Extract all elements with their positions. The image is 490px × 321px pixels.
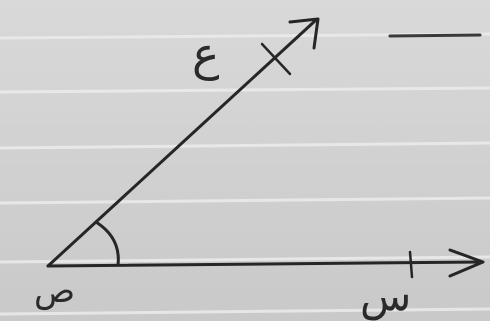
rule-line (0, 255, 490, 264)
arrowhead-lower (448, 248, 485, 278)
angle-arc (94, 220, 120, 267)
vertex-label: ص (34, 271, 75, 311)
rule-line (0, 86, 490, 94)
arrowhead-upper (288, 17, 320, 50)
rule-line (0, 141, 490, 150)
tick-mark-upper (260, 42, 292, 76)
ray-lower (46, 260, 484, 268)
ray-lower-label: س (360, 271, 411, 320)
tick-mark-lower (408, 250, 414, 279)
ray-upper-label: ع (192, 27, 219, 81)
ray-upper (46, 18, 318, 268)
rule-line (0, 196, 490, 205)
dash-mark (388, 33, 482, 38)
rule-line (0, 307, 490, 316)
